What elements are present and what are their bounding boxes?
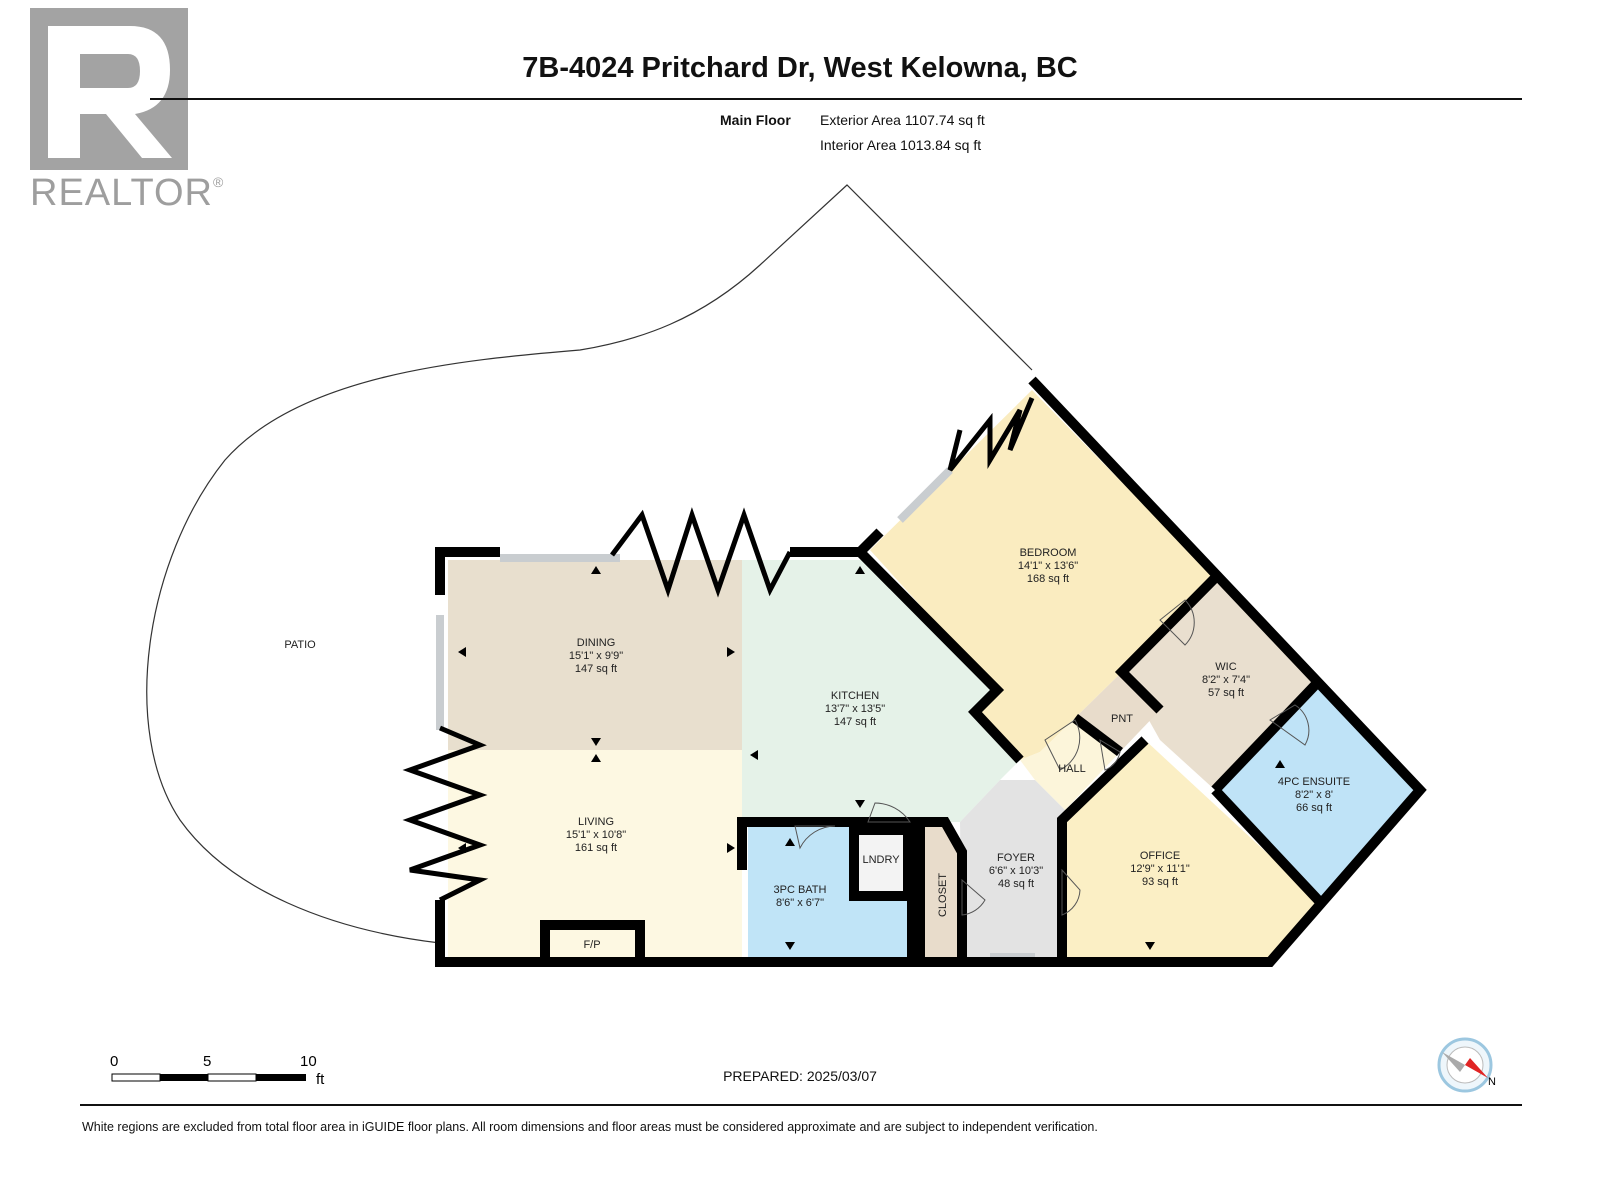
wic-dims: 8'2" x 7'4" — [1202, 674, 1250, 686]
pnt-label: PNT — [1111, 713, 1133, 725]
scale-label-0: 0 — [110, 1053, 118, 1070]
wic-label: WIC — [1215, 661, 1236, 673]
bedroom-label: BEDROOM — [1020, 547, 1077, 559]
fireplace-label: F/P — [583, 939, 600, 951]
office-dims: 12'9" x 11'1" — [1130, 863, 1190, 875]
kitchen-label: KITCHEN — [831, 690, 879, 702]
realtor-r-logo — [30, 8, 188, 170]
kitchen-area: 147 sq ft — [834, 716, 876, 728]
patio-outline — [146, 184, 1033, 944]
disclaimer-text: White regions are excluded from total fl… — [82, 1120, 1098, 1134]
floor-label: Main Floor — [720, 112, 791, 128]
foyer-label: FOYER — [997, 852, 1035, 864]
laundry-fill — [854, 826, 908, 896]
bedroom-fill — [870, 390, 1215, 760]
header-rule — [150, 98, 1522, 100]
footer-rule — [80, 1104, 1522, 1106]
dining-label: DINING — [577, 637, 616, 649]
scale-bar: 0 5 10 ft — [110, 1053, 325, 1088]
scale-label-5: 5 — [203, 1053, 211, 1070]
office-label: OFFICE — [1140, 850, 1180, 862]
compass-icon: N — [1437, 1037, 1496, 1093]
bedroom-area: 168 sq ft — [1027, 573, 1069, 585]
kitchen-dims: 13'7" x 13'5" — [825, 703, 885, 715]
closet-fill — [924, 826, 962, 957]
hall-fill — [1020, 718, 1120, 810]
scale-unit: ft — [316, 1071, 325, 1088]
ensuite-dims: 8'2" x 8' — [1295, 789, 1333, 801]
foyer-area: 48 sq ft — [998, 878, 1034, 890]
living-label: LIVING — [578, 816, 614, 828]
ensuite-area: 66 sq ft — [1296, 802, 1332, 814]
dining-area: 147 sq ft — [575, 663, 617, 675]
foyer-fill — [960, 780, 1065, 957]
realtor-logo-text: REALTOR® — [30, 172, 225, 214]
kitchen-fill — [742, 560, 1020, 822]
page-title: 7B-4024 Pritchard Dr, West Kelowna, BC — [522, 52, 1078, 84]
closet-label: CLOSET — [937, 873, 949, 917]
prepared-date: PREPARED: 2025/03/07 — [723, 1068, 877, 1084]
bedroom-dims: 14'1" x 13'6" — [1018, 560, 1078, 572]
living-area: 161 sq ft — [575, 842, 617, 854]
hall-label: HALL — [1058, 763, 1086, 775]
compass-north-label: N — [1488, 1076, 1496, 1088]
patio-label: PATIO — [284, 639, 316, 651]
foyer-dims: 6'6" x 10'3" — [989, 865, 1043, 877]
interior-area: Interior Area 1013.84 sq ft — [820, 137, 982, 153]
office-area: 93 sq ft — [1142, 876, 1178, 888]
office-fill — [1065, 740, 1320, 957]
living-dims: 15'1" x 10'8" — [566, 829, 626, 841]
scale-label-10: 10 — [300, 1053, 317, 1070]
living-fill — [448, 750, 742, 957]
bath-label: 3PC BATH — [774, 884, 827, 896]
wic-area: 57 sq ft — [1208, 687, 1244, 699]
ensuite-label: 4PC ENSUITE — [1278, 776, 1350, 788]
bath-dims: 8'6" x 6'7" — [776, 897, 824, 909]
dining-fill — [448, 560, 742, 750]
exterior-area: Exterior Area 1107.74 sq ft — [820, 112, 985, 128]
dining-dims: 15'1" x 9'9" — [569, 650, 623, 662]
laundry-label: LNDRY — [862, 854, 900, 866]
